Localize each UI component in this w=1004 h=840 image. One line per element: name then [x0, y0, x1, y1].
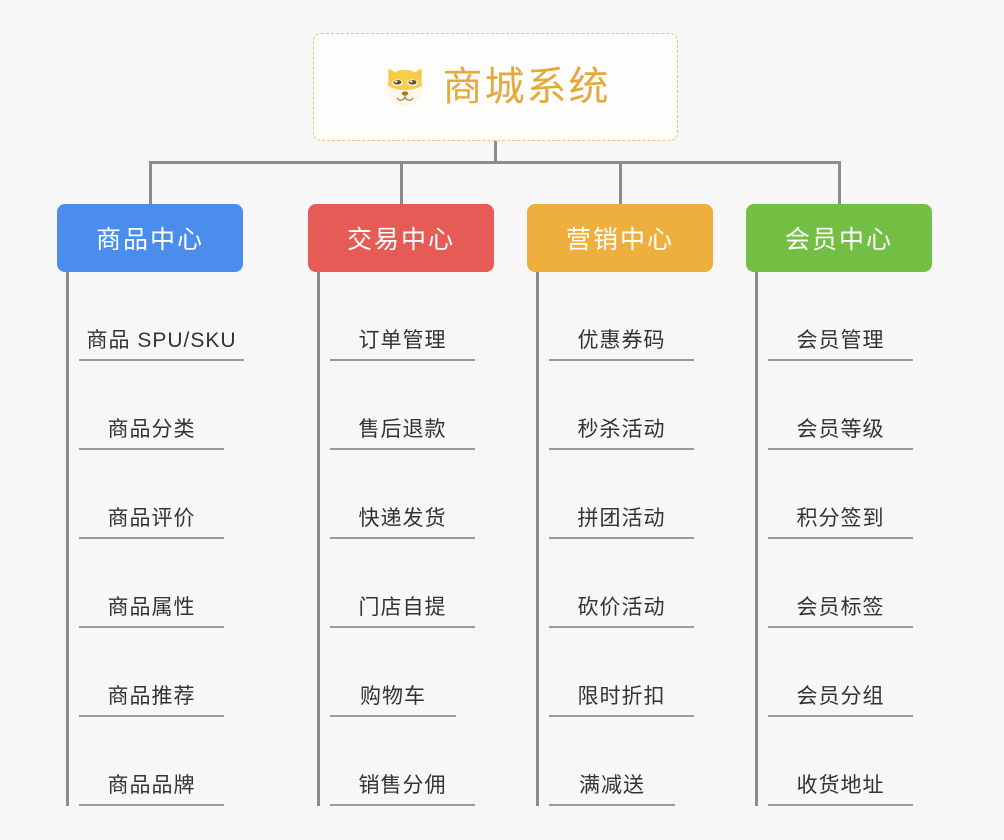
leaf-label: 商品属性 — [107, 596, 196, 619]
leaf-item[interactable]: 积分签到 — [768, 450, 913, 539]
connector-drop-4 — [838, 161, 841, 206]
leaf-item[interactable]: 商品 SPU/SKU — [79, 272, 244, 361]
leaf-item[interactable]: 购物车 — [330, 628, 456, 717]
leaf-item[interactable]: 快递发货 — [330, 450, 475, 539]
branch-header-3[interactable]: 营销中心 — [527, 204, 713, 272]
leaf-label: 收货地址 — [796, 774, 885, 797]
branch-header-label: 营销中心 — [565, 226, 674, 254]
leaf-label: 商品评价 — [107, 507, 196, 530]
connector-root-stem — [494, 141, 497, 163]
connector-drop-1 — [149, 161, 152, 206]
leaf-item[interactable]: 限时折扣 — [549, 628, 694, 717]
leaf-stack-4: 会员管理 会员等级 积分签到 会员标签 会员分组 收货地址 — [755, 272, 932, 806]
leaf-label: 限时折扣 — [577, 685, 666, 708]
leaf-item[interactable]: 商品属性 — [79, 539, 224, 628]
leaf-label: 商品品牌 — [107, 774, 196, 797]
leaf-item[interactable]: 满减送 — [549, 717, 675, 806]
leaf-stack-3: 优惠券码 秒杀活动 拼团活动 砍价活动 限时折扣 满减送 — [536, 272, 713, 806]
connector-horizontal-bus — [149, 161, 841, 164]
leaf-item[interactable]: 会员分组 — [768, 628, 913, 717]
leaf-label: 门店自提 — [358, 596, 447, 619]
leaf-item[interactable]: 收货地址 — [768, 717, 913, 806]
branch-header-label: 交易中心 — [346, 226, 455, 254]
branch-header-4[interactable]: 会员中心 — [746, 204, 932, 272]
leaf-item[interactable]: 门店自提 — [330, 539, 475, 628]
leaf-label: 满减送 — [579, 774, 645, 797]
leaf-label: 快递发货 — [358, 507, 447, 530]
leaf-label: 会员管理 — [796, 329, 885, 352]
leaf-item[interactable]: 商品品牌 — [79, 717, 224, 806]
leaf-item[interactable]: 会员标签 — [768, 539, 913, 628]
leaf-item[interactable]: 优惠券码 — [549, 272, 694, 361]
leaf-label: 拼团活动 — [577, 507, 666, 530]
leaf-label: 售后退款 — [358, 418, 447, 441]
leaf-label: 砍价活动 — [577, 596, 666, 619]
leaf-label: 积分签到 — [796, 507, 885, 530]
leaf-label: 会员标签 — [796, 596, 885, 619]
leaf-label: 优惠券码 — [577, 329, 666, 352]
branch-header-2[interactable]: 交易中心 — [308, 204, 494, 272]
leaf-item[interactable]: 商品评价 — [79, 450, 224, 539]
leaf-item[interactable]: 拼团活动 — [549, 450, 694, 539]
branch-header-label: 会员中心 — [784, 226, 893, 254]
leaf-label: 商品分类 — [107, 418, 196, 441]
branch-header-label: 商品中心 — [95, 226, 204, 254]
root-node[interactable]: 商城系统 — [313, 33, 678, 141]
leaf-item[interactable]: 会员管理 — [768, 272, 913, 361]
branch-column-3: 营销中心 优惠券码 秒杀活动 拼团活动 砍价活动 限时折扣 满减送 — [527, 204, 713, 806]
leaf-item[interactable]: 销售分佣 — [330, 717, 475, 806]
leaf-item[interactable]: 会员等级 — [768, 361, 913, 450]
leaf-item[interactable]: 商品推荐 — [79, 628, 224, 717]
branch-header-1[interactable]: 商品中心 — [57, 204, 243, 272]
leaf-label: 秒杀活动 — [577, 418, 666, 441]
leaf-label: 销售分佣 — [358, 774, 447, 797]
branch-column-1: 商品中心 商品 SPU/SKU 商品分类 商品评价 商品属性 商品推荐 商品品牌 — [57, 204, 244, 806]
leaf-label: 会员分组 — [796, 685, 885, 708]
leaf-label: 商品 SPU/SKU — [86, 329, 237, 352]
leaf-label: 订单管理 — [358, 329, 447, 352]
branch-column-4: 会员中心 会员管理 会员等级 积分签到 会员标签 会员分组 收货地址 — [746, 204, 932, 806]
connector-drop-2 — [400, 161, 403, 206]
leaf-label: 会员等级 — [796, 418, 885, 441]
root-title: 商城系统 — [442, 65, 611, 109]
branch-column-2: 交易中心 订单管理 售后退款 快递发货 门店自提 购物车 销售分佣 — [308, 204, 494, 806]
leaf-item[interactable]: 砍价活动 — [549, 539, 694, 628]
leaf-item[interactable]: 售后退款 — [330, 361, 475, 450]
leaf-stack-2: 订单管理 售后退款 快递发货 门店自提 购物车 销售分佣 — [317, 272, 494, 806]
leaf-label: 购物车 — [360, 685, 426, 708]
leaf-item[interactable]: 秒杀活动 — [549, 361, 694, 450]
leaf-item[interactable]: 订单管理 — [330, 272, 475, 361]
leaf-item[interactable]: 商品分类 — [79, 361, 224, 450]
leaf-label: 商品推荐 — [107, 685, 196, 708]
dog-face-icon — [387, 68, 422, 106]
leaf-stack-1: 商品 SPU/SKU 商品分类 商品评价 商品属性 商品推荐 商品品牌 — [66, 272, 244, 806]
connector-drop-3 — [619, 161, 622, 206]
